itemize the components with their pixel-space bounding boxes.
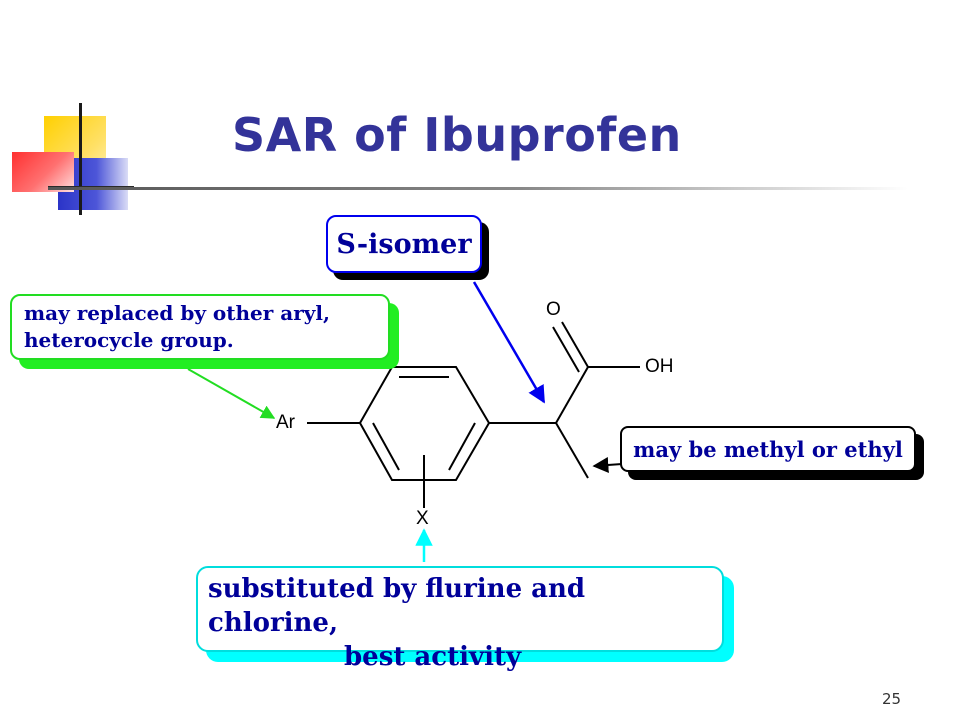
substituent-callout: substituted by flurine and chlorine, bes… [196,566,724,672]
slide-title: SAR of Ibuprofen [232,108,682,162]
s-isomer-callout: S-isomer [326,215,482,273]
atom-ar-label: Ar [276,412,295,433]
aryl-arrow [187,368,276,419]
substituent-text-line1: substituted by flurine and chlorine, [208,574,586,638]
atom-x-label: X [416,508,429,529]
s-isomer-text: S-isomer [336,228,472,260]
bond-ch-cooh [555,366,589,424]
bond-ch-methyl [555,422,589,479]
decor-red-square [12,152,74,192]
methyl-arrow [592,456,623,473]
aryl-text-line1: may replaced by other aryl, [24,301,330,325]
decor-vertical-line [79,103,82,215]
bonds [307,321,640,508]
methyl-ethyl-callout: may be methyl or ethyl [620,426,916,472]
atom-o-label: O [546,299,561,320]
bond-c-o-a [561,321,589,368]
atom-oh-label: OH [645,356,674,377]
s-isomer-arrow [472,281,546,404]
slide-number: 25 [882,690,902,708]
substituent-text-line2: best activity [344,642,522,672]
bond-c-o-b [552,326,580,373]
title-underline [48,187,908,190]
aryl-callout: may replaced by other aryl, heterocycle … [10,294,390,360]
methyl-ethyl-text: may be methyl or ethyl [633,436,903,462]
aryl-text-line2: heterocycle group. [24,328,234,352]
